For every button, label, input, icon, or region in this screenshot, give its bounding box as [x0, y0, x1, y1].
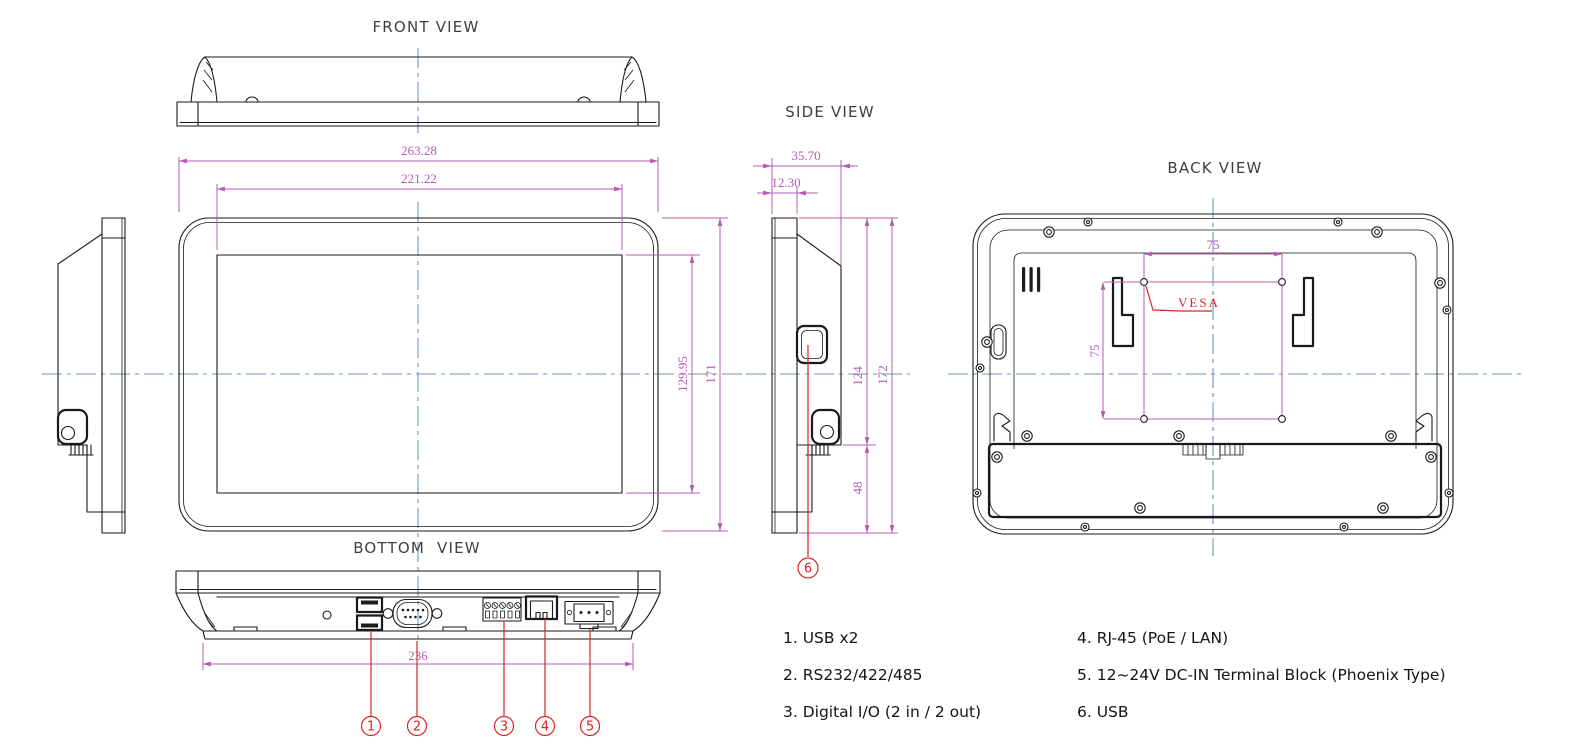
- usb-dual-port: [355, 596, 384, 632]
- side-body: [796, 233, 842, 513]
- svg-text:5: 5: [586, 720, 594, 735]
- side-lower-cover: [810, 408, 841, 446]
- svg-text:263.28: 263.28: [401, 143, 437, 158]
- dim-front-screen-width: 221.22: [216, 171, 623, 250]
- dim-side-height-lower: 48: [799, 444, 898, 534]
- svg-text:2: 2: [413, 720, 421, 735]
- svg-text:VESA: VESA: [1178, 295, 1220, 310]
- back-corner-bracket-right: [1415, 412, 1433, 442]
- bottom-bezel-bar: [175, 570, 661, 594]
- vesa-label: VESA: [1145, 285, 1220, 312]
- dim-vesa-width: 75: [1143, 237, 1283, 257]
- front-top-profile: FRONT VIEW: [176, 18, 660, 127]
- top-profile-left-corner: [190, 56, 218, 103]
- left-side-profile: [56, 217, 126, 534]
- side-connector-ribs: [805, 444, 831, 456]
- svg-text:236: 236: [408, 648, 428, 663]
- dim-bottom-width: 236: [202, 643, 634, 670]
- front-view-title: FRONT VIEW: [372, 18, 479, 36]
- callout-5: 5: [579, 629, 601, 737]
- back-outer-edge: [972, 213, 1454, 535]
- side-bezel: [771, 217, 798, 534]
- svg-text:221.22: 221.22: [401, 171, 437, 186]
- legend-item-3: 3. Digital I/O (2 in / 2 out): [783, 703, 981, 721]
- legend-item-1: 1. USB x2: [783, 629, 859, 647]
- dim-front-screen-height: 129.95: [626, 254, 700, 494]
- rj45-port: [524, 595, 559, 621]
- svg-text:4: 4: [541, 720, 549, 735]
- dim-side-depth-total: 35.70: [753, 148, 858, 265]
- centerlines: [42, 48, 1521, 641]
- left-profile-body: [57, 233, 103, 513]
- top-profile-right-corner: [619, 56, 647, 103]
- legend-item-6: 6. USB: [1077, 703, 1129, 721]
- dim-vesa-height: 75: [1087, 281, 1141, 420]
- dc-in-phoenix-port: [564, 600, 614, 630]
- svg-text:1: 1: [367, 720, 375, 735]
- side-view-title: SIDE VIEW: [785, 103, 875, 121]
- svg-text:75: 75: [1207, 237, 1220, 252]
- svg-text:35.70: 35.70: [791, 148, 820, 163]
- back-vent-slots: [1022, 267, 1041, 292]
- dim-side-height-total: 172: [875, 217, 895, 534]
- svg-text:129.95: 129.95: [675, 356, 690, 392]
- svg-text:12.30: 12.30: [771, 175, 800, 190]
- left-profile-bezel: [101, 217, 126, 534]
- back-side-slot: [990, 324, 1007, 360]
- side-view: SIDE VIEW 35.70 12.30 124: [753, 103, 898, 579]
- front-screen-area: [216, 254, 623, 494]
- back-corner-bracket-left: [993, 412, 1011, 442]
- back-mount-hook-left: [1111, 276, 1135, 348]
- back-io-ribs: [1182, 443, 1244, 460]
- legend-item-4: 4. RJ-45 (PoE / LAN): [1077, 629, 1228, 647]
- callout-6: 6: [797, 345, 819, 579]
- db9-serial-port: [382, 598, 443, 629]
- vesa-pattern: 75 75 VESA: [1087, 237, 1286, 423]
- left-profile-connector-ribs: [68, 444, 94, 456]
- bottom-view-title: BOTTOM VIEW: [353, 539, 481, 557]
- back-view-title: BACK VIEW: [1167, 159, 1262, 177]
- back-view: BACK VIEW: [972, 159, 1454, 535]
- svg-text:171: 171: [703, 364, 718, 384]
- left-profile-screw-hole: [60, 425, 76, 441]
- svg-text:172: 172: [875, 365, 890, 385]
- svg-text:48: 48: [850, 482, 865, 495]
- top-profile-bosses: [245, 96, 591, 103]
- left-profile-usb-cover: [56, 408, 89, 446]
- bottom-view: BOTTOM VIEW: [175, 539, 661, 737]
- side-cover-screw-hole: [819, 424, 835, 440]
- back-mount-hook-right: [1291, 276, 1315, 348]
- callout-2: 2: [406, 641, 428, 737]
- svg-text:75: 75: [1087, 345, 1102, 358]
- front-outer-bezel: [178, 217, 659, 532]
- legend-item-2: 2. RS232/422/485: [783, 666, 923, 684]
- dim-front-outer-width: 263.28: [178, 143, 659, 212]
- legend-item-5: 5. 12~24V DC-IN Terminal Block (Phoenix …: [1077, 666, 1446, 684]
- callout-4: 4: [534, 619, 556, 737]
- back-bottom-recess: [987, 442, 1443, 519]
- front-view: 263.28 221.22 129.95 171: [178, 143, 728, 532]
- svg-text:124: 124: [850, 366, 865, 386]
- io-legend: 1. USB x2 2. RS232/422/485 3. Digital I/…: [783, 629, 1446, 721]
- top-profile-base: [176, 101, 660, 127]
- dim-side-height-upper: 124: [799, 217, 898, 446]
- svg-text:6: 6: [804, 562, 812, 577]
- dim-side-depth-front: 12.30: [757, 175, 818, 214]
- bottom-reset-hole: [322, 610, 332, 620]
- digital-io-terminal: [482, 597, 522, 622]
- callout-3: 3: [493, 621, 515, 737]
- dim-front-outer-height: 171: [662, 217, 728, 532]
- svg-text:3: 3: [500, 720, 508, 735]
- callout-1: 1: [360, 631, 382, 737]
- side-usb-door: [795, 324, 829, 365]
